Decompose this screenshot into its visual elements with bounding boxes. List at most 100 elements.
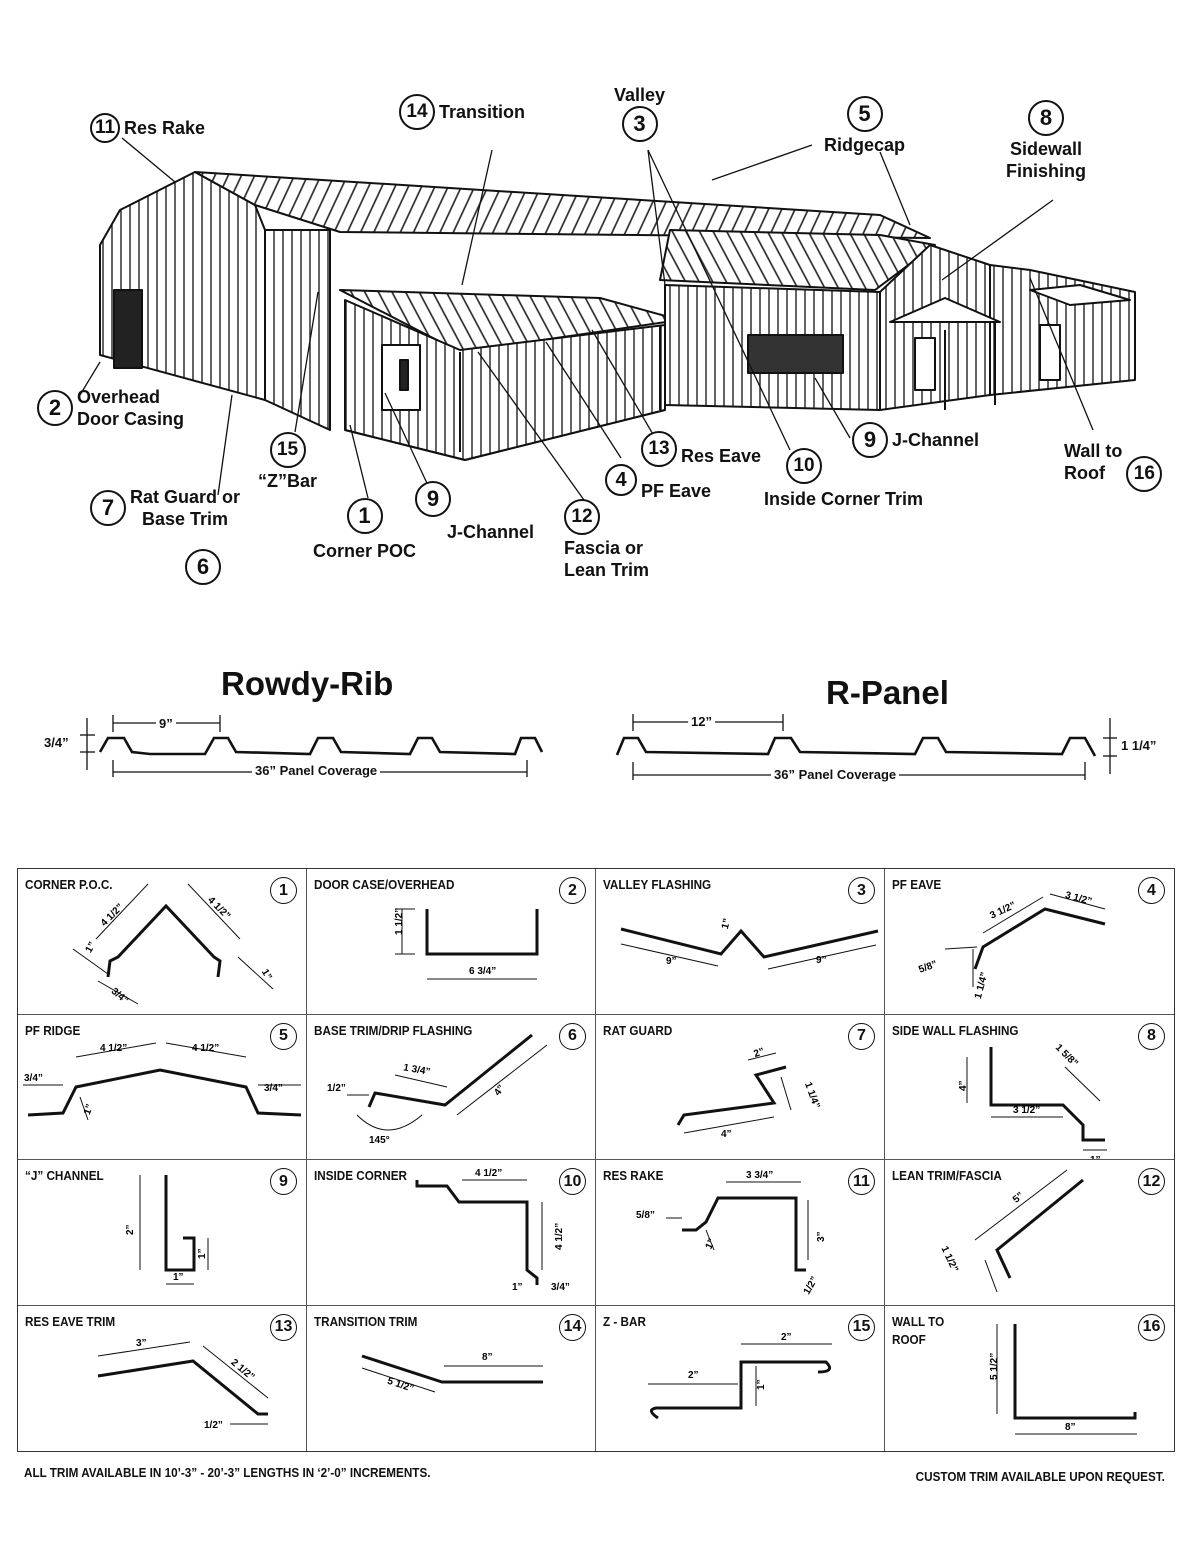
dim-label: 1 1/2” xyxy=(939,1245,960,1274)
callout-number: 11 xyxy=(90,113,120,143)
trim-number: 8 xyxy=(1138,1022,1165,1050)
callout-number: 4 xyxy=(605,464,637,496)
dim-label: 1” xyxy=(197,1248,208,1259)
callout-label: Valley xyxy=(614,85,666,105)
callout-res-rake: 11 Res Rake xyxy=(90,113,205,143)
trim-profile-grid: CORNER P.O.C. 1 4 1/2” 4 1/2” 1” 1” 3/4”… xyxy=(17,868,1175,1452)
callout-label: Fascia or Lean Trim xyxy=(564,538,650,580)
trim-title: RES RAKE xyxy=(603,1168,664,1183)
trim-number: 6 xyxy=(559,1022,586,1050)
trim-title: PF RIDGE xyxy=(25,1022,81,1038)
trim-cell-inside-corner: INSIDE CORNER 10 4 1/2” 4 1/2” 1” 3/4” xyxy=(307,1160,596,1306)
dim-label: 1” xyxy=(82,1102,96,1116)
trim-number: 2 xyxy=(559,877,586,904)
dim-label: 3/4” xyxy=(551,1282,570,1293)
trim-number: 10 xyxy=(559,1168,586,1195)
dim-label: 1” xyxy=(756,1379,767,1390)
callout-label: PF Eave xyxy=(641,481,712,501)
dim-label: 2” xyxy=(125,1224,136,1235)
lean-trim-profile: 5” 1 1/2” xyxy=(939,1169,1084,1293)
dim-label: 4 1/2” xyxy=(100,1043,127,1054)
dim-label: 3 1/2” xyxy=(1064,890,1093,908)
trim-number: 9 xyxy=(270,1168,297,1195)
callout-z-bar: 15 “Z”Bar xyxy=(258,432,317,492)
trim-cell-z-bar: Z - BAR 15 2” 2” 1” xyxy=(596,1305,885,1451)
callout-transition: 14 Transition xyxy=(399,94,525,130)
trim-title: “J” CHANNEL xyxy=(25,1168,104,1183)
dim-label: 3” xyxy=(136,1338,147,1349)
rowdy-rib-title: Rowdy-Rib xyxy=(221,665,394,702)
callout-number: 9 xyxy=(852,422,888,458)
callout-overhead-door-casing: 2 Overhead Door Casing xyxy=(37,386,184,430)
dim-label: 2” xyxy=(781,1332,792,1343)
dim-label: 3” xyxy=(816,1231,827,1242)
callout-base-trim: 6 xyxy=(185,549,221,585)
dim-label: 1” xyxy=(512,1282,523,1293)
dim-label: 4” xyxy=(958,1080,969,1091)
trim-cell-res-eave-trim: RES EAVE TRIM 13 3” 2 1/2” 1/2” xyxy=(18,1305,307,1451)
dim-label: 1/2” xyxy=(327,1083,346,1094)
trim-number: 3 xyxy=(848,877,875,904)
dim-label: 1 3/4” xyxy=(402,1062,431,1078)
callout-label: J-Channel xyxy=(892,430,980,450)
trim-cell-valley: VALLEY FLASHING 3 1” 9” 9” xyxy=(596,869,885,1015)
trim-number: 4 xyxy=(1138,877,1165,904)
dim-label: 4 1/2” xyxy=(554,1223,565,1250)
dim-label: 1” xyxy=(720,917,733,930)
trim-cell-res-rake: RES RAKE 11 3 3/4” 5/8” 1” 3” 1/2” xyxy=(596,1160,885,1306)
callout-number: 15 xyxy=(269,432,306,468)
callout-number: 12 xyxy=(564,499,600,535)
callout-number: 2 xyxy=(37,390,73,426)
callout-number: 9 xyxy=(415,481,451,517)
building-illustration xyxy=(79,137,1136,501)
z-bar-profile: 2” 2” 1” xyxy=(648,1332,832,1419)
custom-trim-note: CUSTOM TRIM AVAILABLE UPON REQUEST. xyxy=(915,1469,1165,1484)
callout-label: “Z”Bar xyxy=(258,471,318,491)
dim-label: 6 3/4” xyxy=(469,966,496,977)
r-panel-spacing: 12” xyxy=(688,714,715,729)
r-panel-height: 1 1/4” xyxy=(1121,738,1157,753)
dim-label: 1 1/4” xyxy=(973,971,991,1000)
callout-label: Sidewall Finishing xyxy=(1006,139,1086,181)
dim-label: 2” xyxy=(688,1370,699,1381)
dim-label: 3/4” xyxy=(109,986,131,1007)
dim-label: 1” xyxy=(173,1272,184,1283)
rat-guard-profile: 2” 1 1/4” 4” xyxy=(676,1046,822,1140)
trim-number: 5 xyxy=(270,1022,297,1050)
callout-number: 5 xyxy=(846,96,883,132)
callout-res-eave: 13 Res Eave xyxy=(641,431,761,467)
callout-label: Res Rake xyxy=(124,118,206,138)
dim-label: 4 1/2” xyxy=(99,902,126,929)
trim-cell-transition-trim: TRANSITION TRIM 14 8” 5 1/2” xyxy=(307,1305,596,1451)
dim-label: 9” xyxy=(666,956,677,967)
dim-label: 8” xyxy=(1065,1422,1076,1433)
trim-cell-wall-to-roof: WALL TO ROOF 16 5 1/2” 8” xyxy=(885,1306,1174,1452)
dim-label: 1 5/8” xyxy=(1053,1042,1080,1069)
door-case-profile: 1 1/2” 6 3/4” xyxy=(394,908,539,980)
corner-poc-profile: 4 1/2” 4 1/2” 1” 1” 3/4” xyxy=(72,883,274,1007)
dim-label: 4 1/2” xyxy=(205,895,232,922)
callout-label: Res Eave xyxy=(681,446,762,466)
dim-label: 145° xyxy=(369,1135,390,1146)
dim-label: 1” xyxy=(259,967,274,982)
callout-label: Rat Guard or Base Trim xyxy=(130,487,241,529)
callout-number: 14 xyxy=(399,94,435,130)
callout-label: Ridgecap xyxy=(824,135,906,155)
trim-length-note: ALL TRIM AVAILABLE IN 10’-3” - 20’-3” LE… xyxy=(24,1465,431,1480)
rowdy-rib-spacing: 9” xyxy=(156,716,176,731)
dim-label: 5 1/2” xyxy=(386,1375,415,1394)
trim-number: 16 xyxy=(1138,1313,1165,1341)
rowdy-rib-coverage: 36” Panel Coverage xyxy=(252,763,381,778)
trim-cell-pf-ridge: PF RIDGE 5 4 1/2” 4 1/2” 3/4” 3/4” 1” xyxy=(18,1014,307,1160)
dim-label: 3 1/2” xyxy=(1013,1105,1040,1116)
trim-title: TRANSITION TRIM xyxy=(314,1313,418,1329)
dim-label: 1” xyxy=(84,940,99,955)
callout-number: 7 xyxy=(90,490,126,526)
res-eave-trim-profile: 3” 2 1/2” 1/2” xyxy=(97,1338,269,1431)
callout-label: Inside Corner Trim xyxy=(764,489,924,509)
callout-label: Corner POC xyxy=(313,541,417,561)
trim-cell-base-trim: BASE TRIM/DRIP FLASHING 6 1/2” 1 3/4” 4”… xyxy=(307,1014,596,1160)
callout-fascia-lean-trim: 12 Fascia or Lean Trim xyxy=(564,499,649,581)
dim-label: 4 1/2” xyxy=(192,1043,219,1054)
dim-label: 9” xyxy=(816,955,827,966)
